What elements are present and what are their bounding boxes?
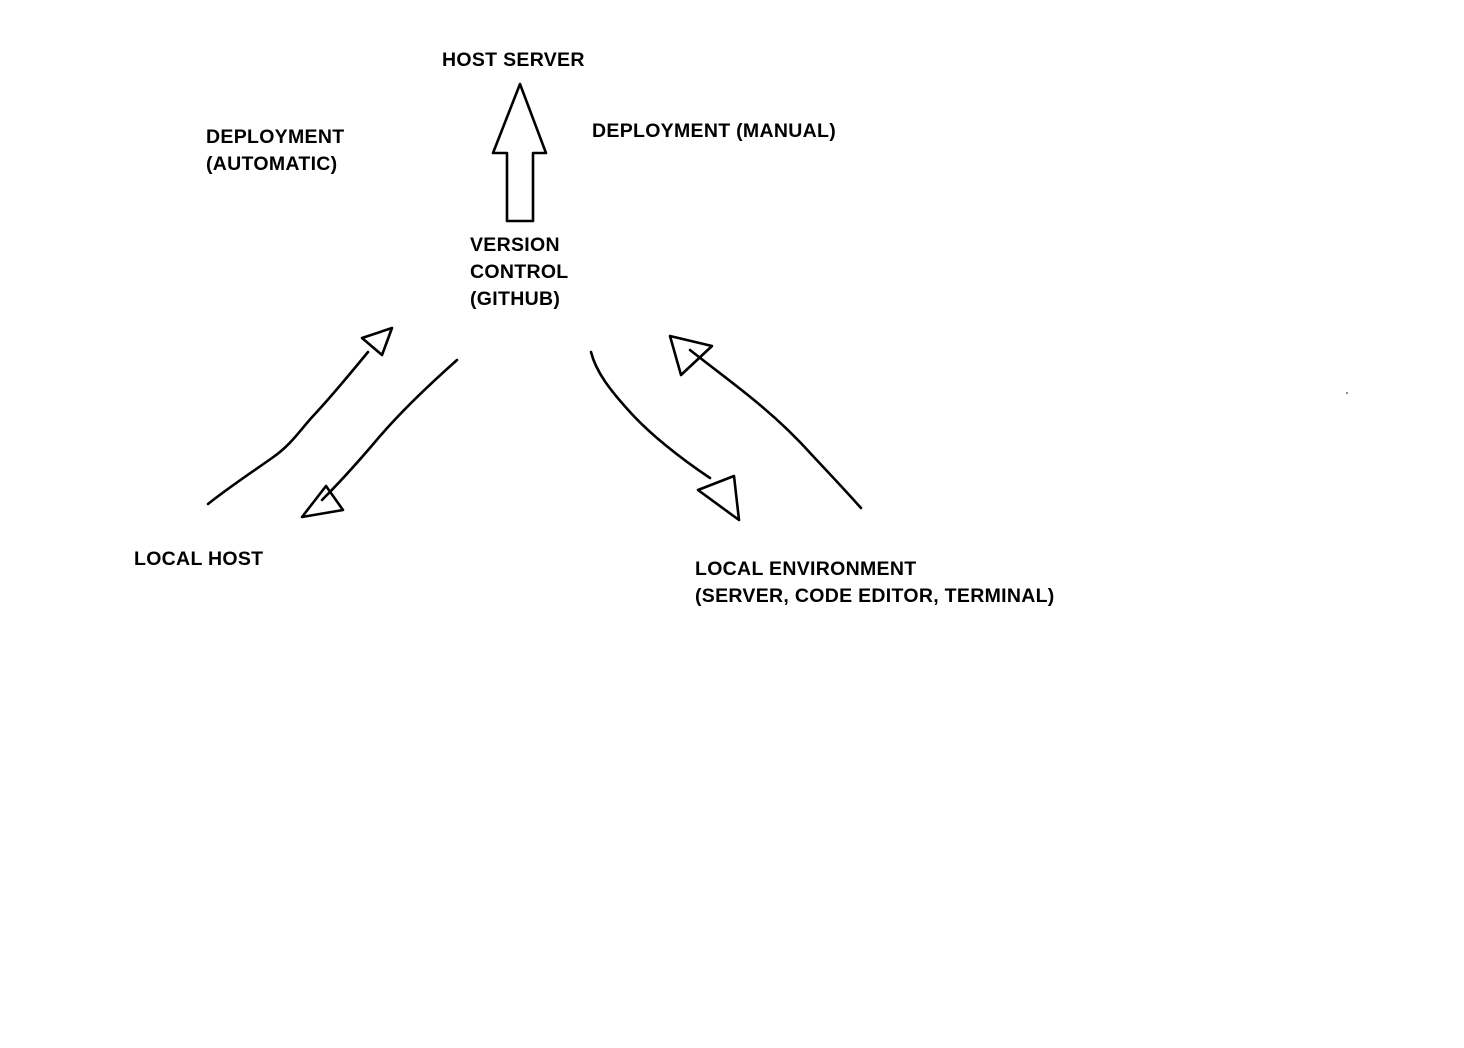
arrow-vcs-to-local-env-line xyxy=(589,350,712,480)
local-environment-line1: LOCAL ENVIRONMENT xyxy=(695,558,917,580)
speck-dot xyxy=(1346,392,1348,394)
version-control-label: VERSION CONTROL (GITHUB) xyxy=(470,232,569,313)
version-control-line2: CONTROL xyxy=(470,261,569,283)
arrow-local-host-to-vcs-head xyxy=(360,326,394,357)
host-server-label: HOST SERVER xyxy=(442,49,585,71)
arrow-local-env-to-vcs-line xyxy=(688,348,863,510)
local-environment-label: LOCAL ENVIRONMENT (SERVER, CODE EDITOR, … xyxy=(695,556,1055,610)
local-environment-line2: (SERVER, CODE EDITOR, TERMINAL) xyxy=(695,585,1055,607)
deployment-automatic-label: DEPLOYMENT (AUTOMATIC) xyxy=(206,124,344,178)
arrow-local-env-to-vcs-head xyxy=(668,334,714,377)
deployment-manual-label: DEPLOYMENT (MANUAL) xyxy=(592,120,837,142)
arrow-local-host-to-vcs-line xyxy=(206,350,370,506)
local-host-label: LOCAL HOST xyxy=(134,548,264,570)
hollow-up-arrow xyxy=(491,82,548,223)
deployment-automatic-line1: DEPLOYMENT xyxy=(206,126,345,148)
arrow-vcs-to-local-host-line xyxy=(320,358,459,502)
arrow-vcs-to-local-host-head xyxy=(300,484,345,519)
version-control-line3: (GITHUB) xyxy=(470,288,561,310)
deployment-automatic-line2: (AUTOMATIC) xyxy=(206,153,338,175)
arrow-vcs-to-local-env-head xyxy=(696,474,741,522)
version-control-line1: VERSION xyxy=(470,234,560,256)
